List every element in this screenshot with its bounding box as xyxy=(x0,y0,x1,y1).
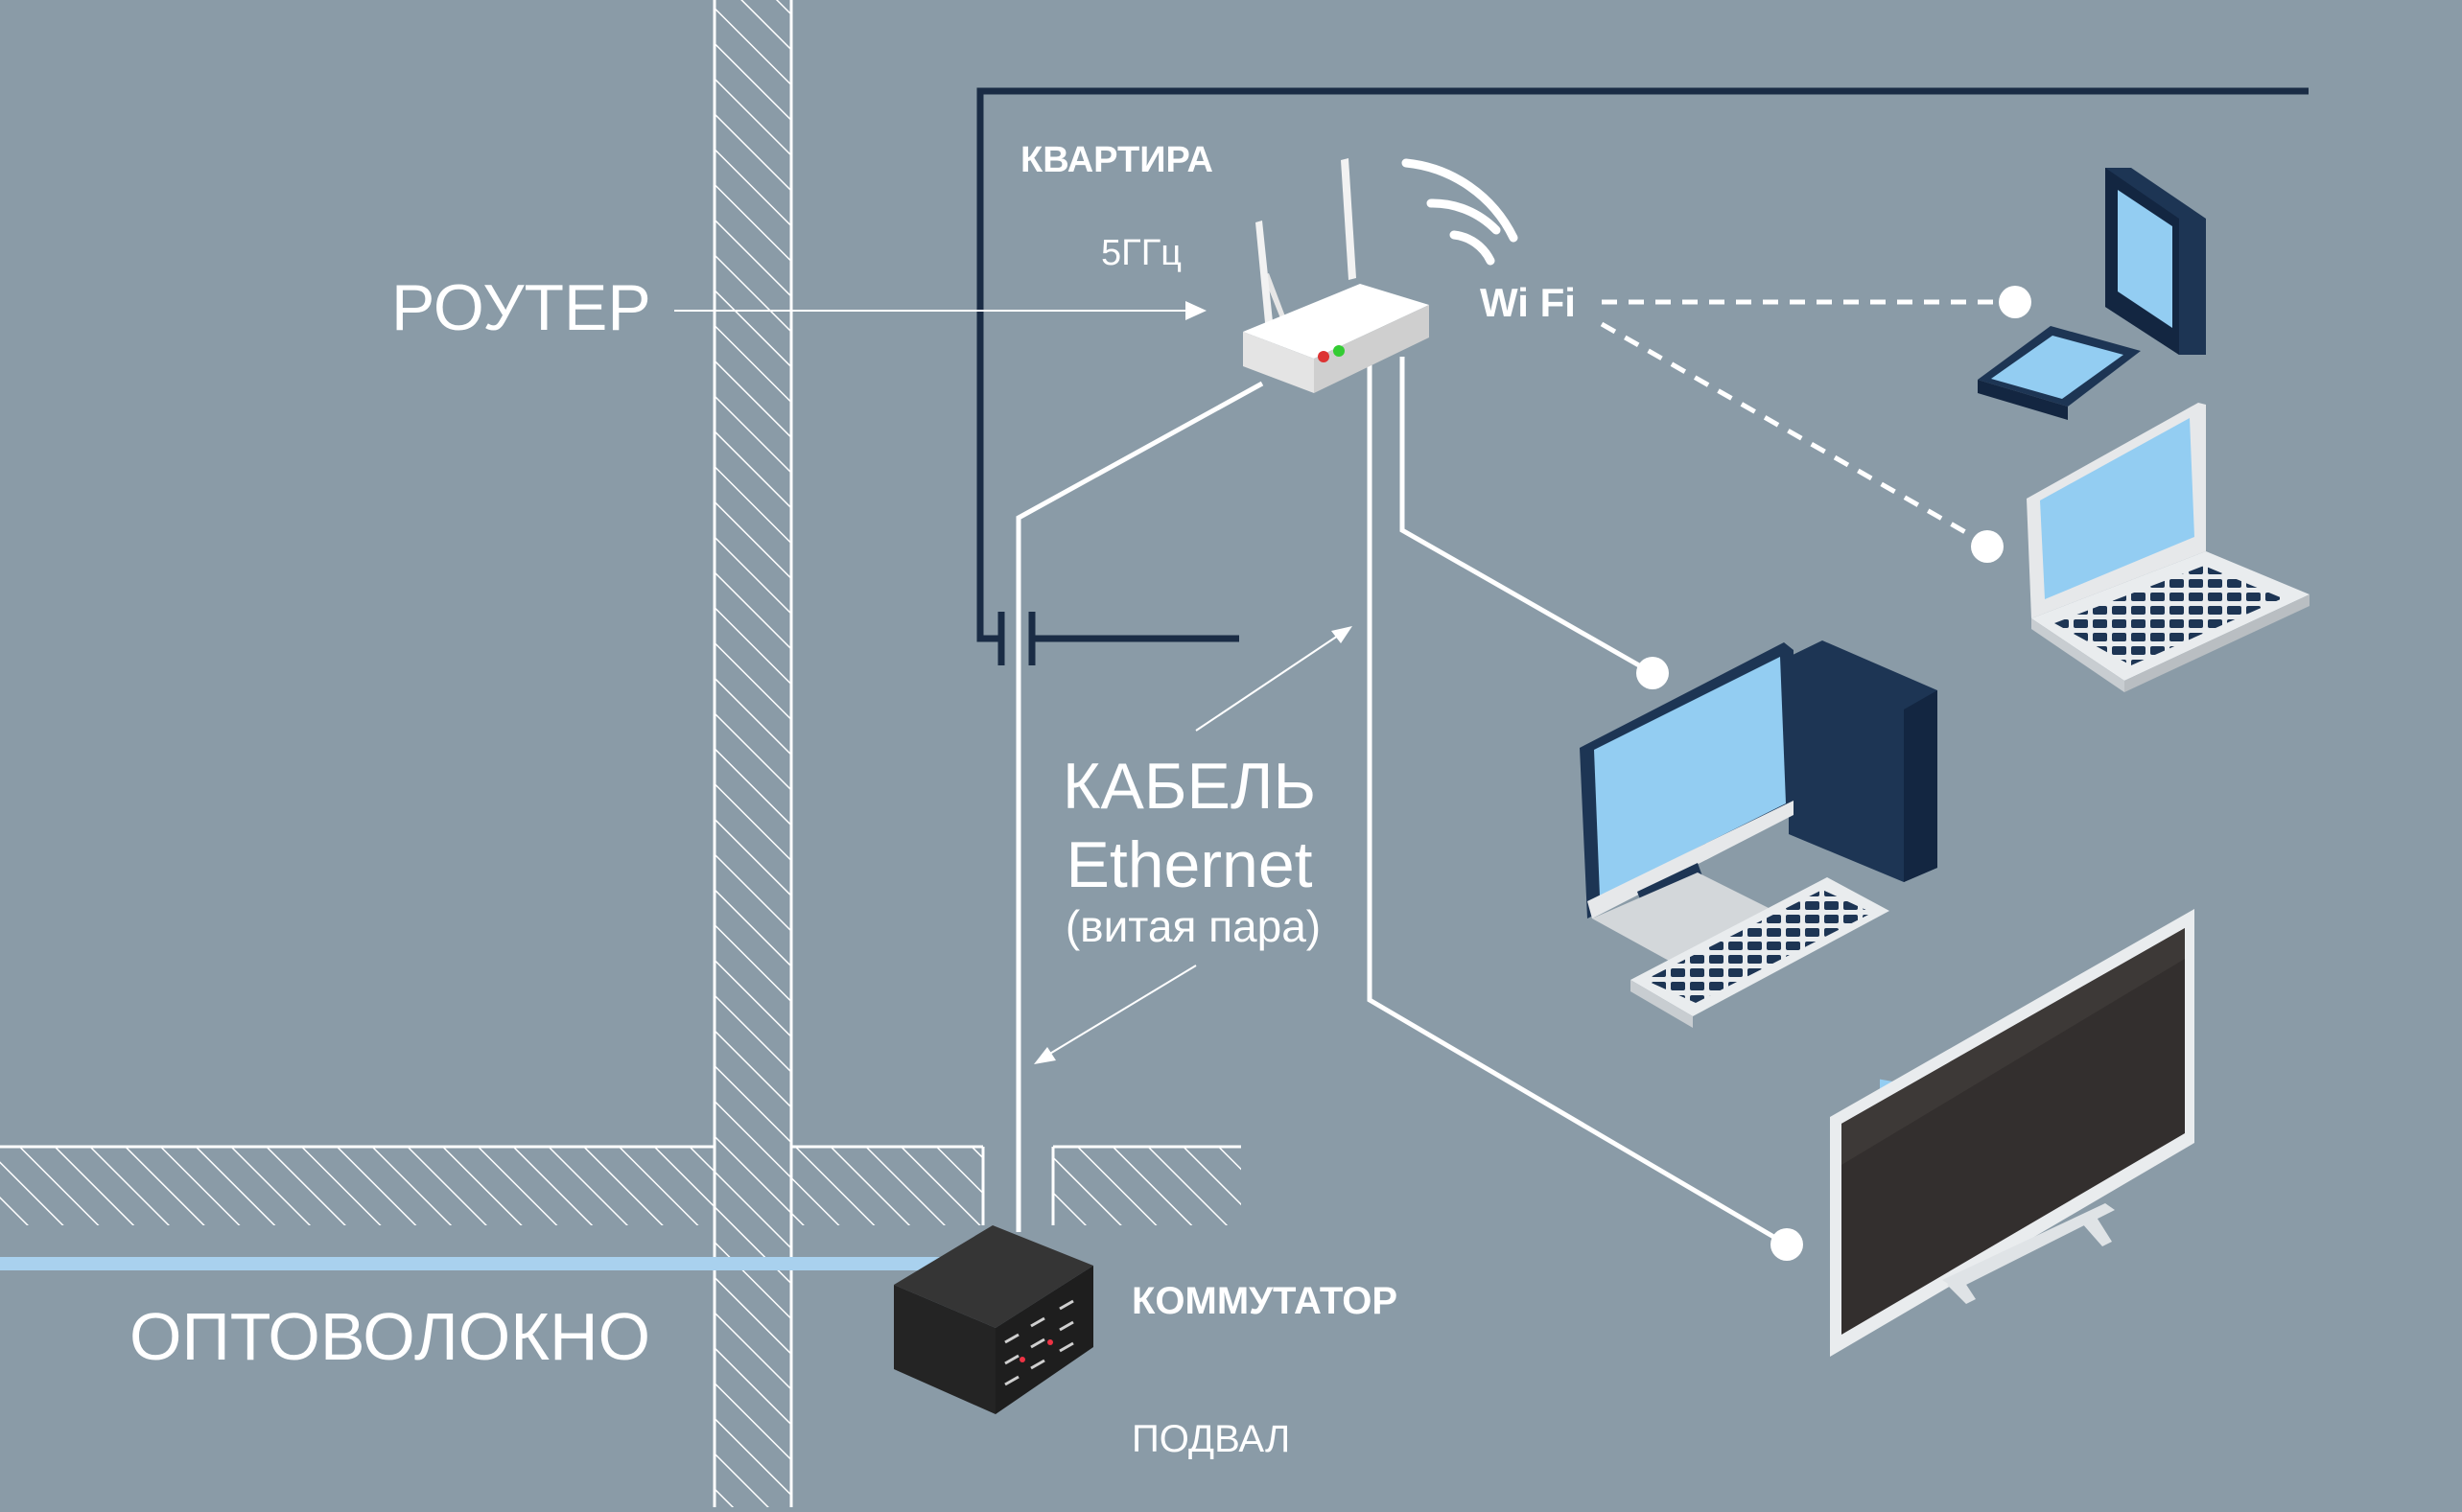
cable-label-line1: КАБЕЛЬ xyxy=(1063,750,1316,823)
laptop-connector-dot xyxy=(1971,530,2004,563)
router-label: РОУТЕР xyxy=(391,271,651,344)
laptop-icon xyxy=(2027,403,2310,692)
smartphone-icon xyxy=(1978,326,2141,420)
building-wall xyxy=(713,0,793,1507)
arrow-head-lower xyxy=(1034,1047,1056,1064)
switch-label: КОММУТАТОР xyxy=(1132,1280,1397,1322)
wifi-signal-icon xyxy=(1401,158,1518,266)
television-icon xyxy=(1830,909,2194,1357)
pc-connector-dot xyxy=(1636,657,1669,689)
fiber-label: ОПТОВОЛОКНО xyxy=(129,1299,650,1374)
cable-label-line3: (витая пара) xyxy=(1066,901,1321,951)
tablet-icon xyxy=(2105,168,2206,355)
frequency-label: 5ГГц xyxy=(1101,233,1182,273)
apartment-wall xyxy=(976,87,2309,665)
basement-label: ПОДВАЛ xyxy=(1132,1418,1290,1460)
desktop-computer-icon xyxy=(1580,640,1937,1105)
router-pointer xyxy=(674,301,1207,320)
arrow-head-upper xyxy=(1331,626,1352,643)
network-switch-icon xyxy=(894,1225,1093,1414)
apartment-label: КВАРТИРА xyxy=(1020,140,1213,180)
cable-label-line2: Ethernet xyxy=(1066,828,1312,901)
tablet-connector-dot xyxy=(1999,286,2031,318)
wifi-label: Wi Fi xyxy=(1480,280,1576,325)
router-icon xyxy=(1243,158,1429,393)
wifi-links xyxy=(1600,299,2014,547)
ethernet-cables xyxy=(1016,355,1789,1247)
tv-connector-dot xyxy=(1770,1228,1803,1261)
basement-floor xyxy=(0,1145,1241,1225)
cable-pointer-arrows xyxy=(1047,635,1339,1056)
